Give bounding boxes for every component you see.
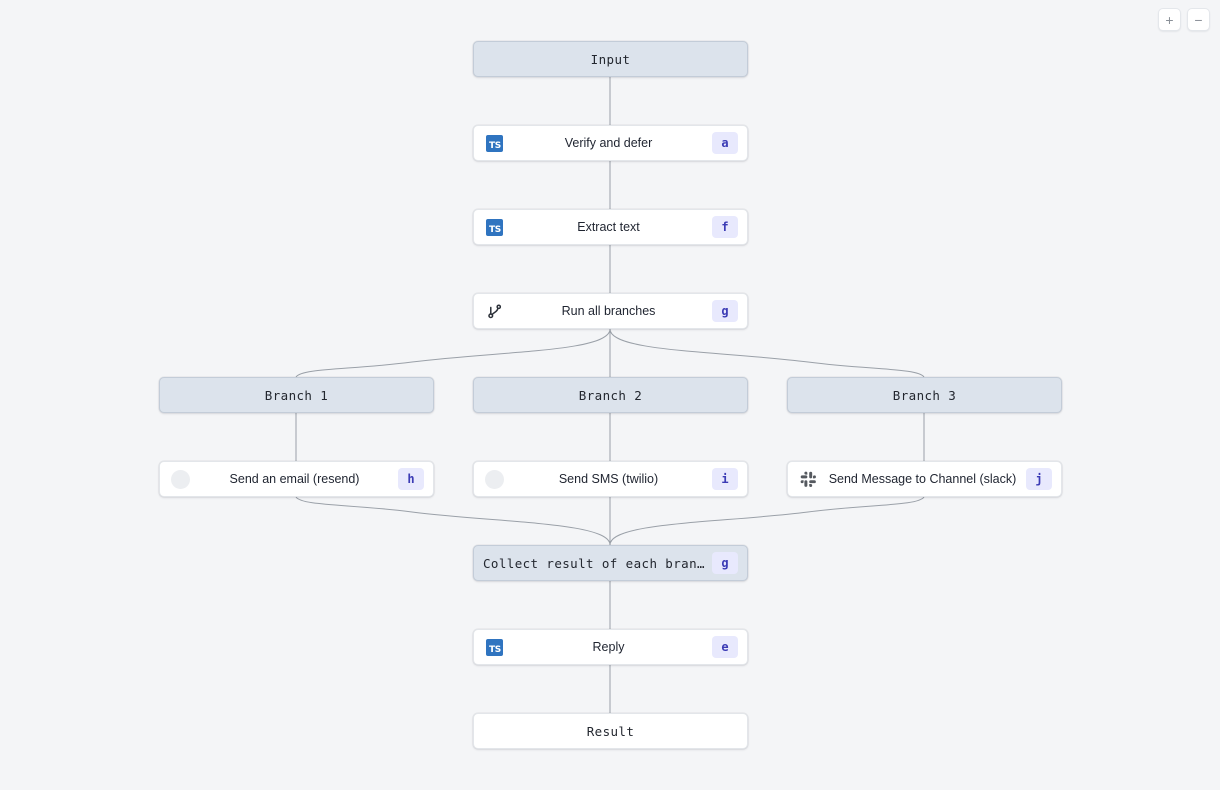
node-extract-text[interactable]: TS Extract text f [473,209,748,245]
node-run-all-branches[interactable]: Run all branches g [473,293,748,329]
slack-icon [797,468,819,490]
typescript-icon: TS [483,132,505,154]
node-run-all-branches-badge[interactable]: g [712,300,738,322]
typescript-icon: TS [483,636,505,658]
node-reply[interactable]: TS Reply e [473,629,748,665]
node-send-sms[interactable]: Send SMS (twilio) i [473,461,748,497]
node-input[interactable]: Input [473,41,748,77]
node-result-label: Result [586,723,635,739]
node-collect-result-label: Collect result of each branch [483,555,712,571]
edge-email-collect [295,496,611,546]
node-send-sms-label: Send SMS (twilio) [558,472,659,486]
node-branch-1-label: Branch 1 [264,387,329,403]
node-send-slack-message[interactable]: Send Message to Channel (slack) j [787,461,1062,497]
zoom-controls: + − [1158,8,1210,31]
node-send-email-label: Send an email (resend) [229,472,360,486]
node-input-label: Input [590,51,631,67]
node-verify-and-defer-label: Verify and defer [564,136,653,150]
node-verify-and-defer[interactable]: TS Verify and defer a [473,125,748,161]
zoom-in-button[interactable]: + [1158,8,1181,31]
typescript-icon: TS [483,216,505,238]
node-verify-and-defer-badge[interactable]: a [712,132,738,154]
node-send-slack-message-label: Send Message to Channel (slack) [828,472,1017,486]
node-result[interactable]: Result [473,713,748,749]
edge-runbranches-branch1 [295,328,611,378]
node-branch-3[interactable]: Branch 3 [787,377,1062,413]
node-send-slack-message-badge[interactable]: j [1026,468,1052,490]
node-branch-3-label: Branch 3 [892,387,957,403]
node-branch-2-label: Branch 2 [578,387,643,403]
node-branch-1[interactable]: Branch 1 [159,377,434,413]
node-extract-text-label: Extract text [577,220,640,234]
node-send-email-badge[interactable]: h [398,468,424,490]
edge-runbranches-branch3 [609,328,925,378]
resend-icon [169,468,191,490]
node-reply-label: Reply [592,640,625,654]
node-branch-2[interactable]: Branch 2 [473,377,748,413]
branch-icon [483,300,505,322]
node-send-email[interactable]: Send an email (resend) h [159,461,434,497]
edge-slack-collect [609,496,925,546]
node-send-sms-badge[interactable]: i [712,468,738,490]
node-collect-result[interactable]: Collect result of each branch g [473,545,748,581]
node-extract-text-badge[interactable]: f [712,216,738,238]
twilio-icon [483,468,505,490]
node-reply-badge[interactable]: e [712,636,738,658]
node-run-all-branches-label: Run all branches [561,304,656,318]
node-collect-result-badge[interactable]: g [712,552,738,574]
zoom-out-button[interactable]: − [1187,8,1210,31]
